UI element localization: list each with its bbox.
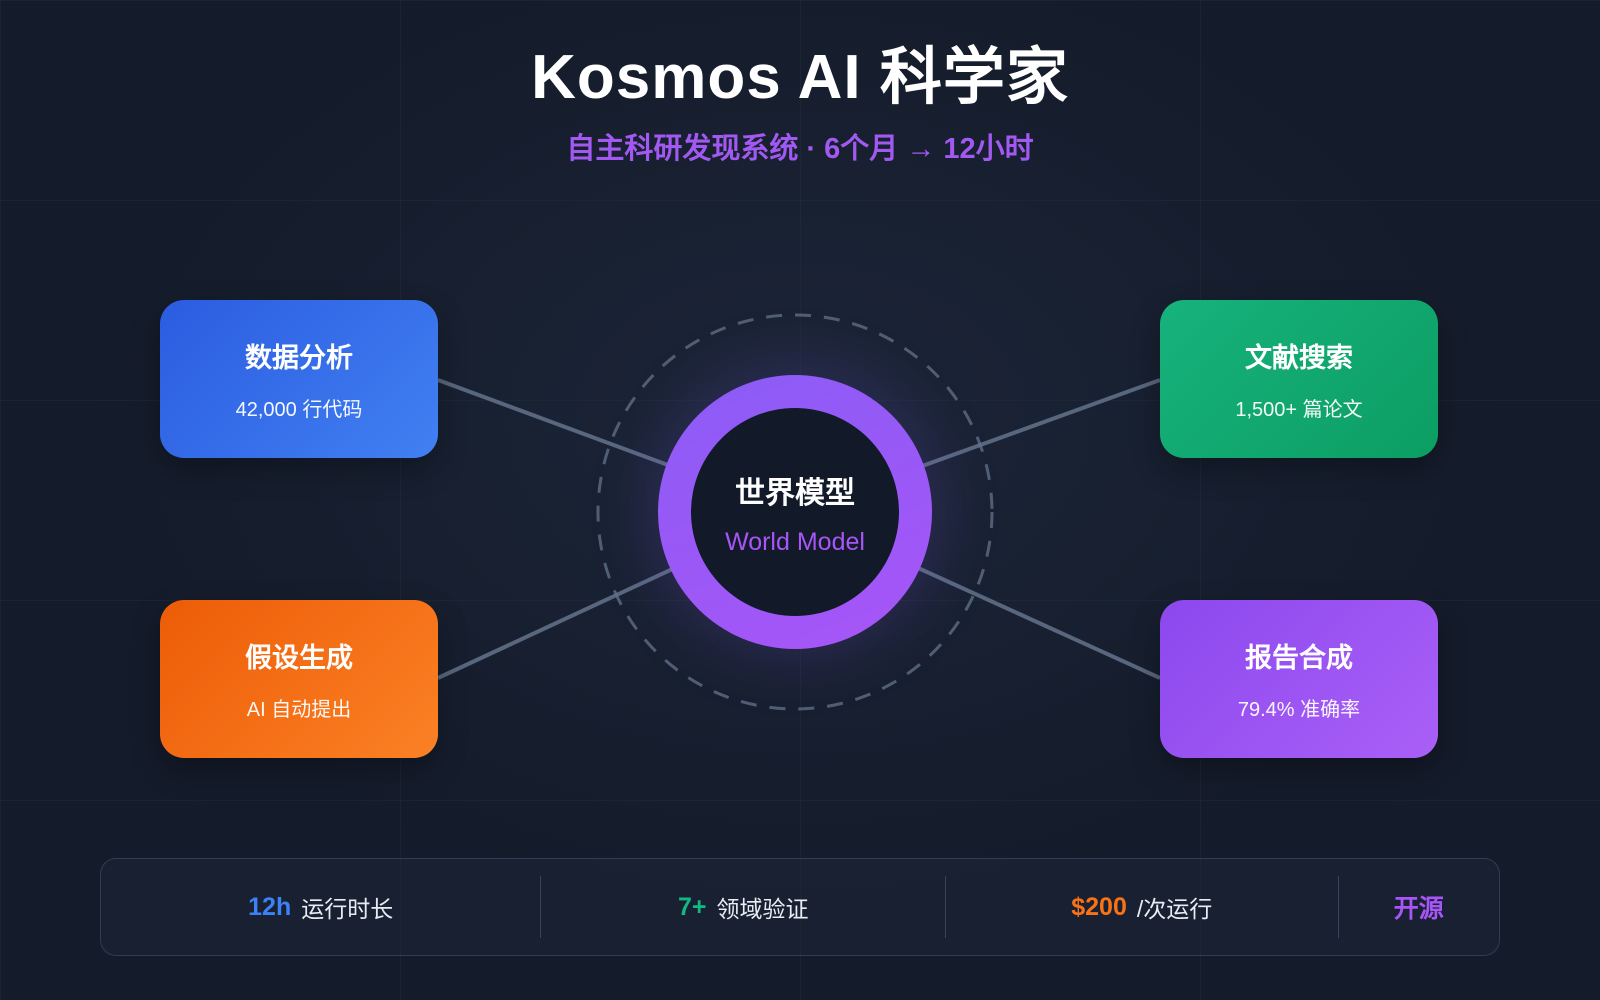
stat-value: 12h <box>248 892 292 921</box>
card-subtitle: 79.4% 准确率 <box>1237 699 1361 721</box>
dashed-orbit-circle <box>596 313 994 711</box>
stat-cost: $200 /次运行 <box>946 859 1338 955</box>
card-literature-search: 文献搜索 1,500+ 篇论文 <box>1160 300 1438 458</box>
stat-label: 运行时长 <box>301 896 394 922</box>
card-title: 数据分析 <box>245 343 353 373</box>
card-title: 报告合成 <box>1245 643 1353 673</box>
card-title: 假设生成 <box>245 643 353 673</box>
stats-divider <box>540 876 542 938</box>
card-subtitle: 42,000 行代码 <box>235 399 363 421</box>
page-title: Kosmos AI 科学家 <box>531 43 1069 112</box>
stat-label: 领域验证 <box>716 896 809 922</box>
stat-value: 开源 <box>1393 895 1444 923</box>
card-hypothesis-generation: 假设生成 AI 自动提出 <box>160 600 438 758</box>
stat-label: /次运行 <box>1136 896 1213 922</box>
stats-divider <box>944 876 946 938</box>
stats-divider <box>1337 876 1339 938</box>
page-subtitle: 自主科研发现系统 · 6个月 → 12小时 <box>566 133 1034 166</box>
world-model-node: 世界模型 World Model <box>691 408 899 616</box>
card-title: 文献搜索 <box>1245 343 1353 373</box>
header: Kosmos AI 科学家 自主科研发现系统 · 6个月 → 12小时 <box>0 42 1600 167</box>
card-data-analysis: 数据分析 42,000 行代码 <box>160 300 438 458</box>
stat-domains: 7+ 领域验证 <box>541 859 945 955</box>
world-model-ring: 世界模型 World Model <box>658 375 932 649</box>
card-report-synthesis: 报告合成 79.4% 准确率 <box>1160 600 1438 758</box>
stat-value: 7+ <box>677 892 707 921</box>
world-model-title: 世界模型 <box>735 476 855 510</box>
stat-runtime: 12h 运行时长 <box>101 859 540 955</box>
stat-value: $200 <box>1071 892 1127 921</box>
card-subtitle: AI 自动提出 <box>246 699 352 721</box>
stats-bar: 12h 运行时长 7+ 领域验证 $200 /次运行 开源 <box>100 858 1500 956</box>
stat-open-source: 开源 <box>1339 859 1499 955</box>
world-model-subtitle: World Model <box>725 527 865 556</box>
card-subtitle: 1,500+ 篇论文 <box>1235 399 1363 421</box>
